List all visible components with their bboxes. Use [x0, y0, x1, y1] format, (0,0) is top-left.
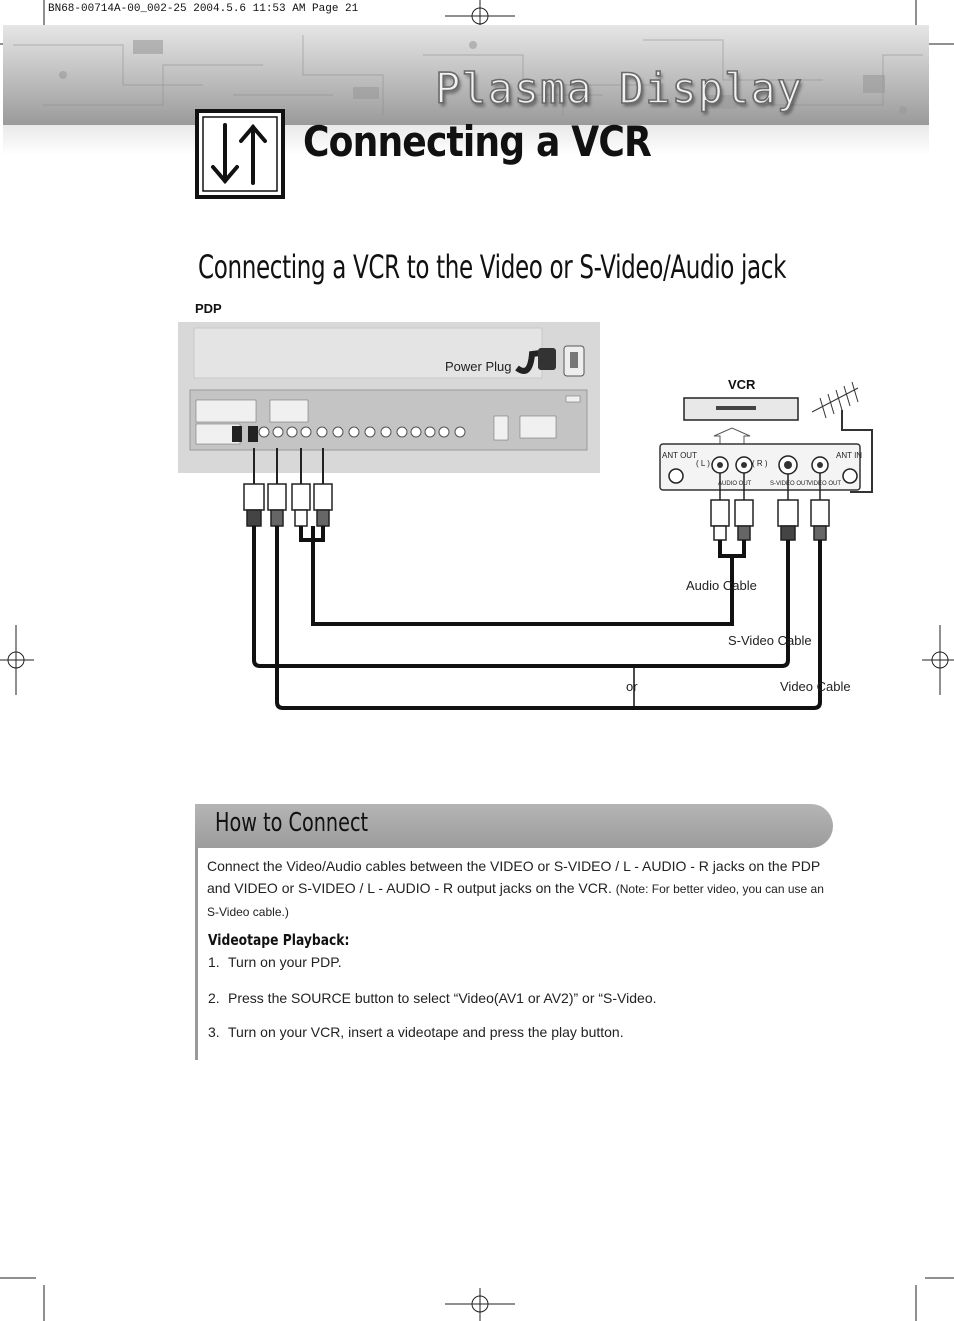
svg-text:S-VIDEO OUT: S-VIDEO OUT [770, 481, 809, 487]
intro-text: Connect the Video/Audio cables between t… [207, 858, 820, 896]
playback-heading: Videotape Playback: [208, 931, 350, 949]
vcr-label: VCR [728, 377, 756, 392]
step-2: 2.Press the SOURCE button to select “Vid… [208, 990, 657, 1006]
or-label: or [626, 679, 638, 694]
cables [252, 526, 822, 710]
brand-logo: Plasma Display [434, 63, 804, 114]
banner-fade [3, 125, 929, 155]
section-title: Connecting a VCR to the Video or S-Video… [198, 248, 787, 286]
svideo-cable-label: S-Video Cable [728, 633, 812, 648]
video-cable-label: Video Cable [780, 679, 851, 694]
page-title: Connecting a VCR [303, 117, 652, 166]
how-to-connect-banner [195, 804, 833, 848]
svg-text:ANT IN: ANT IN [836, 451, 862, 460]
power-plug-icon [538, 348, 556, 370]
svg-text:AUDIO OUT: AUDIO OUT [718, 481, 752, 487]
how-to-connect-title: How to Connect [215, 808, 369, 838]
circuit-pattern [13, 35, 923, 115]
intro-note: (Note: For better video, you can use an … [207, 882, 824, 919]
pdp-label: PDP [195, 301, 222, 316]
header-banner [3, 25, 929, 125]
section-rule [195, 848, 198, 1060]
intro-paragraph: Connect the Video/Audio cables between t… [207, 855, 837, 923]
vcr-device [683, 397, 799, 445]
svg-text:( L ): ( L ) [696, 459, 710, 468]
pdp-plugs [243, 483, 333, 527]
step-3: 3.Turn on your VCR, insert a videotape a… [208, 1024, 624, 1040]
connection-diagram: PDP Power Plug [178, 301, 873, 710]
pdp-rear-panel: Power Plug [178, 322, 600, 473]
power-plug-label: Power Plug [445, 359, 511, 374]
vcr-rear-panel: ANT OUT ( L ) ( R ) AUDIO OUT S-VIDEO OU… [659, 443, 862, 491]
svg-text:ANT OUT: ANT OUT [662, 451, 697, 460]
svg-text:VIDEO OUT: VIDEO OUT [808, 481, 841, 487]
antenna-icon [811, 381, 873, 493]
svg-text:( R ): ( R ) [752, 459, 768, 468]
audio-cable-label: Audio Cable [686, 578, 757, 593]
print-slug: BN68-00714A-00_002-25 2004.5.6 11:53 AM … [48, 3, 359, 15]
step-1: 1.Turn on your PDP. [208, 954, 342, 970]
vcr-plugs [710, 473, 830, 541]
connection-arrows-icon [195, 109, 285, 199]
